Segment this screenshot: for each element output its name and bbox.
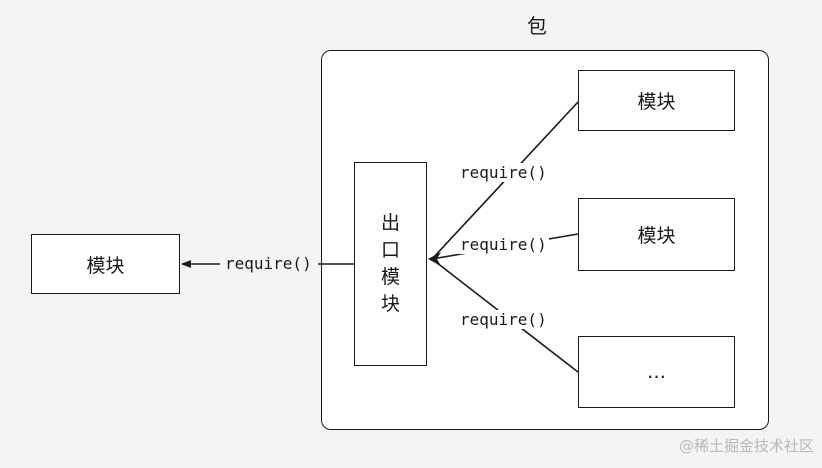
left-module-label: 模块 [86,254,125,277]
exit-char-2: 口 [380,239,400,261]
require-label-left: require() [223,254,314,273]
require-label-bottom: require() [458,310,549,329]
right-module-middle-label: 模块 [637,225,676,247]
right-module-bottom: … [578,336,735,408]
right-module-bottom-label: … [647,361,666,383]
convergence-arrowhead [428,252,441,266]
package-title: 包 [527,14,547,38]
exit-char-1: 出 [380,212,400,234]
exit-char-3: 模 [380,266,400,288]
left-module-box: 模块 [31,234,180,294]
require-label-top: require() [458,163,549,182]
right-module-middle: 模块 [578,198,735,271]
exit-module-box: 出 口 模 块 [354,162,427,366]
require-label-middle: require() [458,235,549,254]
right-module-top: 模块 [578,70,735,131]
exit-char-4: 块 [380,293,400,315]
watermark: @稀土掘金技术社区 [678,437,814,455]
right-module-top-label: 模块 [637,91,676,113]
